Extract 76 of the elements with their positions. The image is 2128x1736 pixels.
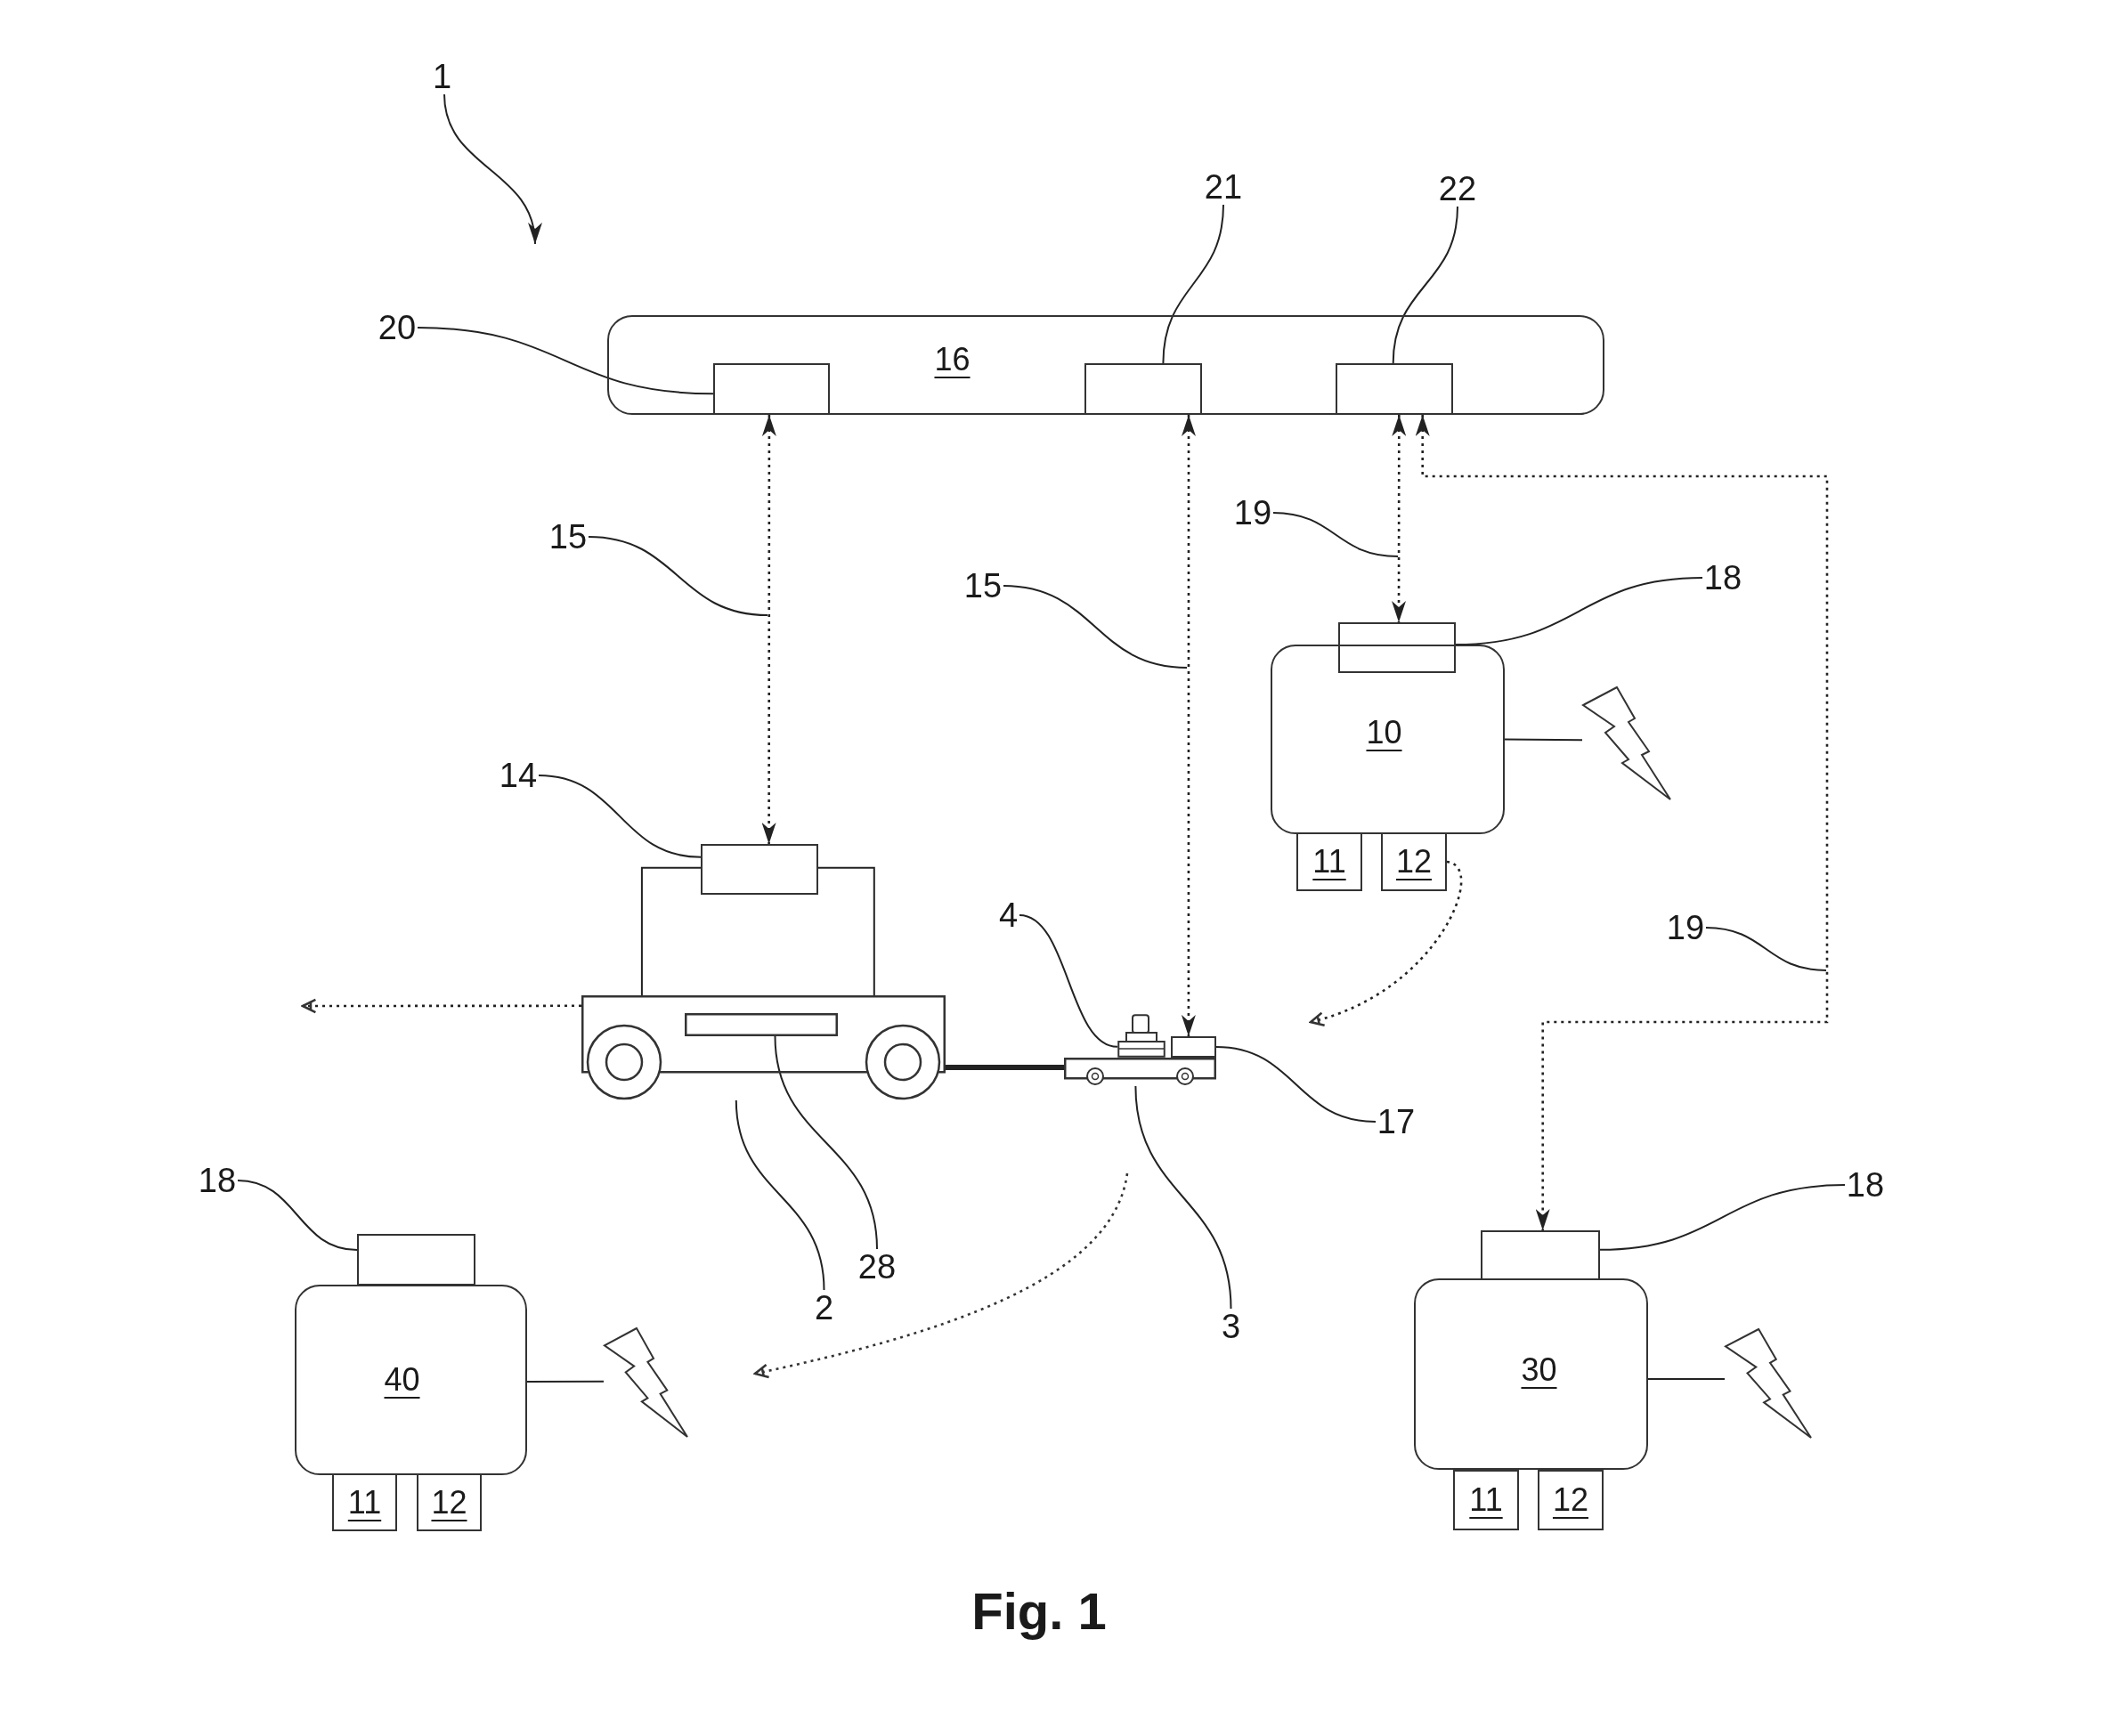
double-arrow	[1415, 415, 1829, 1230]
reference-numeral: 15	[962, 568, 1003, 604]
module-box	[1481, 1230, 1600, 1280]
leader-line	[1019, 914, 1118, 1048]
module-box	[332, 1473, 397, 1531]
reference-numeral: 14	[498, 758, 539, 793]
reference-numeral: 18	[1845, 1167, 1886, 1203]
reference-numeral: 40	[384, 1362, 420, 1397]
reference-numeral: 21	[1203, 169, 1244, 205]
frame-line	[640, 866, 875, 996]
module-box	[1338, 622, 1456, 673]
reference-numeral: 3	[1220, 1309, 1242, 1344]
module-box	[1171, 1036, 1216, 1058]
reference-numeral: 11	[1469, 1483, 1503, 1517]
module-box	[1538, 1470, 1604, 1530]
module-box	[701, 844, 818, 895]
leader-line	[774, 1035, 878, 1250]
reference-numeral: 11	[347, 1485, 382, 1520]
leader-line	[237, 1180, 358, 1251]
leader-line	[1162, 204, 1224, 364]
leader-line	[1215, 1046, 1377, 1123]
module-box	[1084, 362, 1202, 415]
antenna-line	[1647, 1377, 1726, 1380]
tow-bar	[946, 1064, 1064, 1070]
module-box	[1335, 362, 1453, 415]
lightning-icon	[1582, 686, 1671, 800]
leader-line	[1599, 1184, 1846, 1251]
reference-numeral: 12	[431, 1485, 467, 1520]
reference-numeral: 12	[1552, 1483, 1588, 1517]
reference-numeral: 19	[1232, 495, 1273, 531]
lightning-icon	[1725, 1328, 1812, 1439]
reference-numeral: 15	[548, 519, 589, 555]
reference-numeral: 18	[197, 1163, 238, 1198]
stacked-block-icon	[1117, 1014, 1166, 1058]
reference-numeral: 30	[1521, 1352, 1557, 1387]
antenna-line	[526, 1380, 605, 1383]
antenna-line	[1504, 738, 1583, 742]
module-box	[357, 1234, 475, 1286]
module-box	[417, 1473, 482, 1531]
double-arrow	[1392, 415, 1407, 622]
reference-numeral: 28	[857, 1249, 897, 1285]
double-arrow	[761, 415, 776, 844]
module-box	[1381, 832, 1447, 891]
module-box	[1296, 832, 1362, 891]
reference-numeral: 2	[813, 1290, 835, 1326]
reference-numeral: 18	[1702, 560, 1743, 596]
leader-line	[735, 1099, 825, 1291]
reference-numeral: 10	[1366, 715, 1402, 750]
leader-line	[417, 327, 714, 395]
reference-numeral: 17	[1376, 1104, 1417, 1140]
double-arrow	[1181, 415, 1196, 1036]
reference-numeral: 16	[934, 342, 971, 377]
leader-line	[1392, 206, 1458, 364]
module-box	[685, 1013, 838, 1036]
module-box	[1453, 1470, 1519, 1530]
reference-numeral: 11	[1312, 845, 1346, 879]
trailer-drawing	[1064, 1058, 1216, 1086]
leader-line	[588, 536, 768, 616]
leader-line	[538, 775, 702, 858]
leader-line	[1134, 1085, 1232, 1310]
vehicle-drawing	[581, 995, 946, 1100]
figure-caption: Fig. 1	[971, 1580, 1107, 1641]
reference-numeral: 19	[1665, 910, 1706, 945]
leader-arrow	[443, 93, 540, 245]
leader-line	[1272, 512, 1399, 557]
leader-line	[1705, 927, 1827, 971]
lightning-icon	[604, 1327, 688, 1438]
reference-numeral: 1	[431, 59, 453, 94]
leader-line	[1455, 577, 1703, 646]
reference-numeral: 20	[377, 310, 418, 345]
reference-numeral: 12	[1395, 845, 1432, 879]
rounded-box	[607, 315, 1604, 415]
leader-line	[1003, 585, 1188, 669]
reference-numeral: 4	[997, 897, 1019, 933]
module-box	[712, 362, 830, 415]
reference-numeral: 22	[1437, 171, 1478, 207]
